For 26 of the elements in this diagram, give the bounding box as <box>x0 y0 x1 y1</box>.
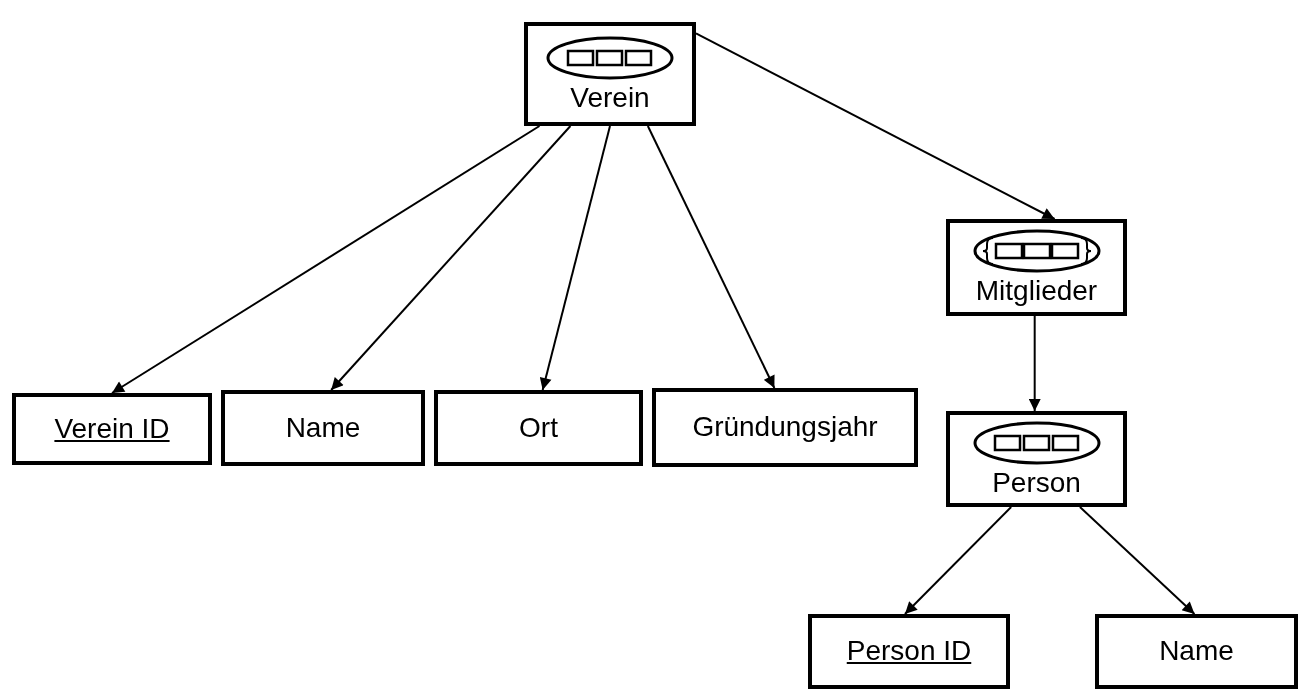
arrow <box>695 32 1056 220</box>
key-attribute-label: Verein ID <box>54 413 170 445</box>
key-attribute-box <box>808 614 1010 689</box>
node-label: Gründungsjahr <box>692 412 878 443</box>
node-label: Name <box>1159 636 1234 667</box>
node-label: Name <box>285 412 361 444</box>
entity-box <box>946 411 1127 507</box>
arrow <box>330 125 572 391</box>
node-label: Ort <box>519 412 558 444</box>
attribute-box <box>652 388 918 467</box>
attribute-box <box>221 390 425 466</box>
arrow <box>1028 315 1041 412</box>
key-attribute-label: Person ID <box>846 636 972 667</box>
set-box <box>946 219 1127 316</box>
arrow <box>1078 506 1196 615</box>
node-label: Verein <box>570 82 650 114</box>
key-attribute-box <box>12 393 212 465</box>
attribute-box <box>1095 614 1298 689</box>
arrow <box>903 506 1013 615</box>
arrow <box>111 125 541 394</box>
arrow <box>646 125 776 389</box>
attribute-box <box>434 390 643 466</box>
node-label: Person <box>992 467 1081 499</box>
entity-box <box>524 22 696 126</box>
node-label: Mitglieder <box>975 276 1098 307</box>
arrow <box>539 125 611 391</box>
